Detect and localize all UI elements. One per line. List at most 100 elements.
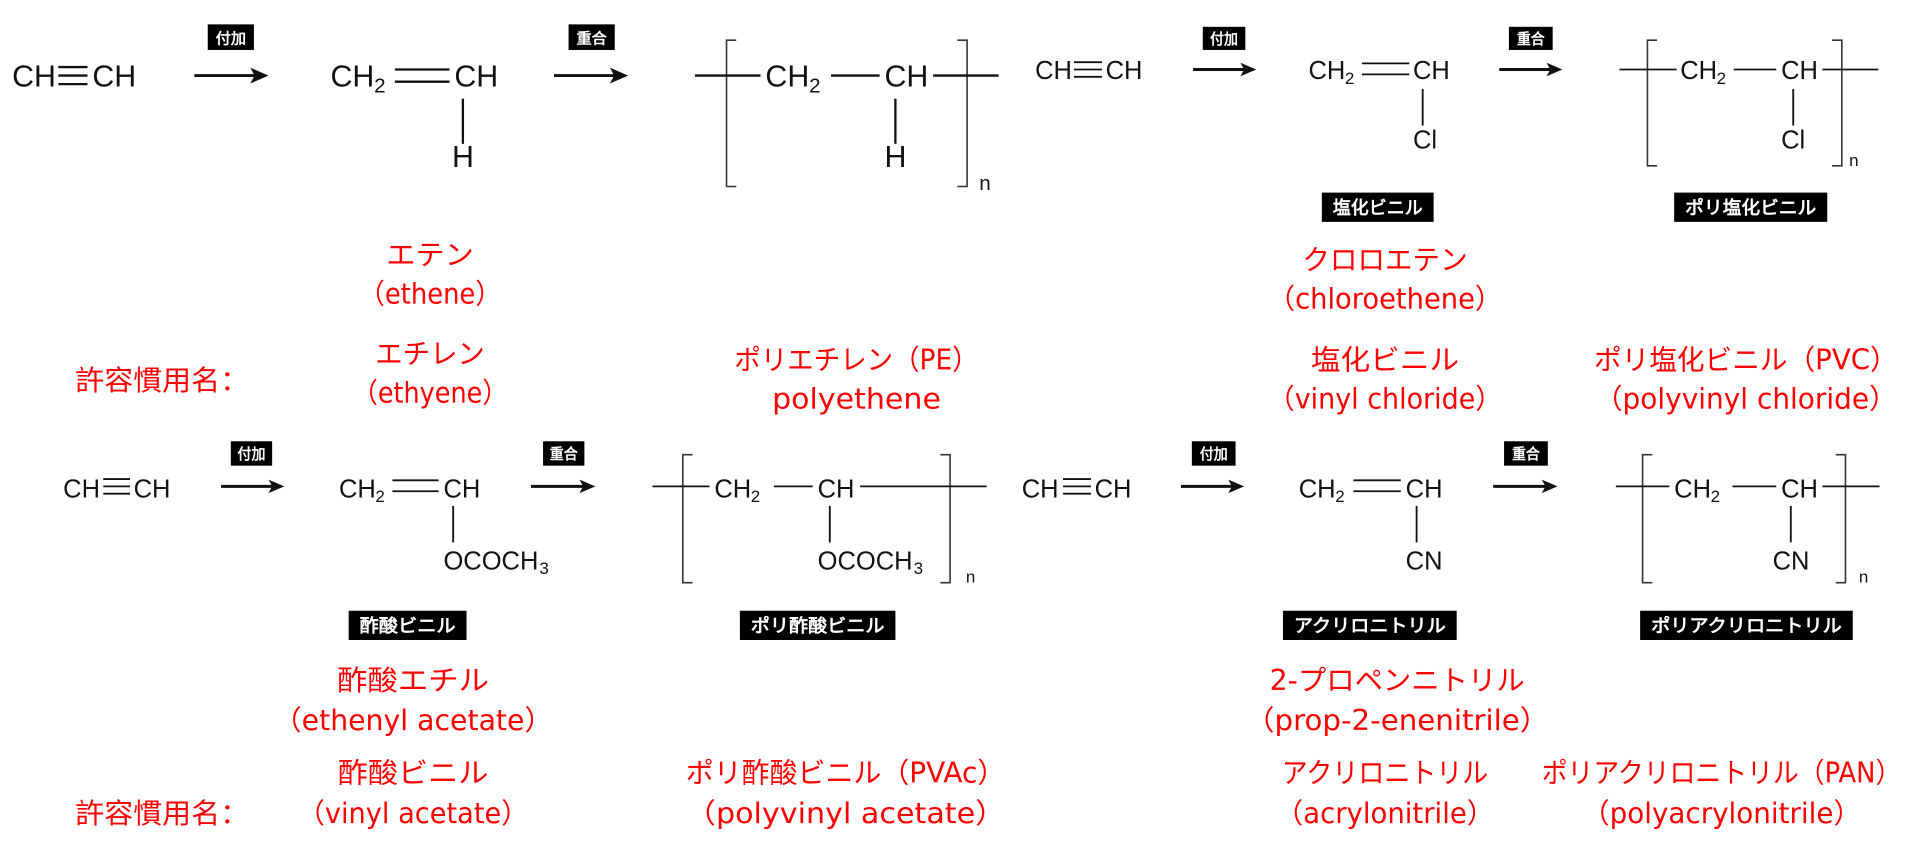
common-name-en: （vinyl chloride） [1268,382,1502,415]
monomer-substituent: OCOCH [443,547,538,575]
monomer-tag-label: アクリロニトリル [1294,616,1446,637]
double-bond [394,68,450,83]
monomer-ch2-subscript: 2 [1335,487,1344,506]
addition-label-box [230,441,273,466]
polymerization-arrow: 重合 [554,24,629,84]
polymerization-arrow: 重合 [1499,26,1563,77]
polymer-name-jp: ポリアクリロニトリル（PAN） [1542,757,1902,790]
names-polyacrylonitrile: 2-プロペンニトリル （prop-2-enenitrile） アクリロニトリル … [1245,664,1901,830]
polymer-substituent: CN [1773,547,1810,575]
reactant-acetylene: CH CH [12,60,136,94]
polymer-substituent: OCOCH [818,547,913,575]
polymer-ch: CH [1781,57,1818,85]
monomer-ch2-subscript: 2 [374,75,385,98]
polymerization-label: 重合 [576,29,607,47]
addition-label: 付加 [238,445,266,463]
polymer-ch2-subscript: 2 [1711,487,1720,506]
monomer-ch2: CH [330,60,374,94]
polymerization-label: 重合 [1517,30,1545,48]
polymer-ch2: CH [714,475,751,503]
repeat-count-n: n [1859,568,1868,587]
repeat-count-n: n [966,568,975,587]
right-bracket [957,39,968,188]
double-bond [1361,62,1410,76]
polymerization-arrow: 重合 [530,441,596,494]
triple-bond [103,478,130,495]
polymer-tag-box [1640,610,1853,640]
left-bracket [681,453,693,584]
polymerization-label-box [568,24,615,50]
polymer-substituent-subscript: 3 [914,559,923,578]
monomer-tag-box [1282,610,1457,640]
polymer-name-jp: ポリエチレン（PE） [734,343,978,376]
scheme-polyvinyl-acetate: CH CH 付加 CH 2 CH OCOCH 3 重合 [63,441,1005,830]
monomer-tag-box [1321,192,1434,222]
common-name-en: （vinyl acetate） [298,797,529,830]
monomer-ch2: CH [1308,57,1345,85]
iupac-name-en: （ethenyl acetate） [273,704,552,737]
polymerization-arrow: 重合 [1493,441,1558,494]
triple-bond [1063,478,1092,495]
right-bracket [940,453,951,584]
names-polyvinyl-chloride: クロロエテン （chloroethene） 塩化ビニル （vinyl chlor… [1268,243,1898,415]
monomer-tag-box [348,610,467,640]
addition-label: 付加 [1200,445,1228,463]
addition-arrow: 付加 [1180,441,1245,494]
reactant-right-ch: CH [1095,475,1132,503]
arrow-head [1240,62,1257,77]
monomer-structure: CH 2 CH OCOCH 3 [339,475,549,578]
names-polyethylene: エテン （ethene） エチレン （ethyene） ポリエチレン（PE） p… [352,238,978,415]
monomer-name-tag: 塩化ビニル [1321,192,1434,222]
polymer-structure: CH 2 CH CN n [1615,453,1880,587]
scheme-polyethylene: CH CH 付加 CH 2 CH H 重合 CH [12,24,999,415]
polymerization-label: 重合 [550,445,578,463]
polymer-name-en: （polyacrylonitrile） [1582,797,1861,830]
monomer-name-tag: アクリロニトリル [1282,610,1457,640]
double-bond [1353,479,1401,493]
addition-label-box [207,24,254,50]
triple-bond [1073,61,1102,78]
polymer-tag-label: ポリ塩化ビニル [1685,197,1816,219]
addition-label-box [1191,441,1236,466]
polymer-structure: CH 2 CH OCOCH 3 n [652,453,987,587]
arrow-head [609,67,629,84]
addition-arrow: 付加 [221,441,285,494]
polymer-ch2-subscript: 2 [809,75,820,98]
polymer-ch2-subscript: 2 [751,487,760,506]
iupac-name-jp: エテン [386,238,473,271]
monomer-structure: CH 2 CH H [330,60,498,175]
polymer-name-tag: ポリアクリロニトリル [1640,610,1853,640]
addition-arrow: 付加 [194,24,269,84]
polymer-name-en: （polyvinyl acetate） [686,797,1006,830]
monomer-structure: CH 2 CH Cl [1308,57,1449,155]
polymer-tag-box [1674,192,1828,222]
common-name-row-label: 許容慣用名： [75,364,249,397]
repeat-count-n: n [1849,151,1858,170]
reactant-left-ch: CH [12,60,56,94]
common-name-jp: アクリロニトリル [1282,757,1489,790]
addition-label-box [1202,26,1246,50]
triple-bond [58,65,88,86]
polymer-structure: CH 2 CH H n [694,39,999,195]
arrow-head [250,67,269,84]
iupac-name-jp: クロロエテン [1302,243,1467,276]
polymer-name-tag: ポリ塩化ビニル [1674,192,1828,222]
arrow-head [1228,479,1245,494]
scheme-polyvinyl-chloride: CH CH 付加 CH 2 CH Cl 重合 C [1035,26,1898,415]
common-name-jp: 塩化ビニル [1311,343,1459,376]
reactant-acetylene: CH CH [1035,57,1142,85]
polymer-name-tag: ポリ酢酸ビニル [739,610,896,640]
polymer-tag-box [739,610,896,640]
polymer-name-en: polyethene [772,382,941,415]
polymer-name-en: （polyvinyl chloride） [1595,382,1898,415]
polymer-substituent: H [884,140,906,174]
polymer-ch: CH [1781,475,1818,503]
addition-label: 付加 [1210,30,1238,48]
iupac-name-jp: 2-プロペンニトリル [1270,664,1525,697]
monomer-substituent-subscript: 3 [539,559,548,578]
monomer-structure: CH 2 CH CN [1299,475,1443,575]
monomer-substituent: H [452,140,474,174]
polymerization-label: 重合 [1512,445,1540,463]
iupac-name-en: （ethene） [359,277,501,310]
